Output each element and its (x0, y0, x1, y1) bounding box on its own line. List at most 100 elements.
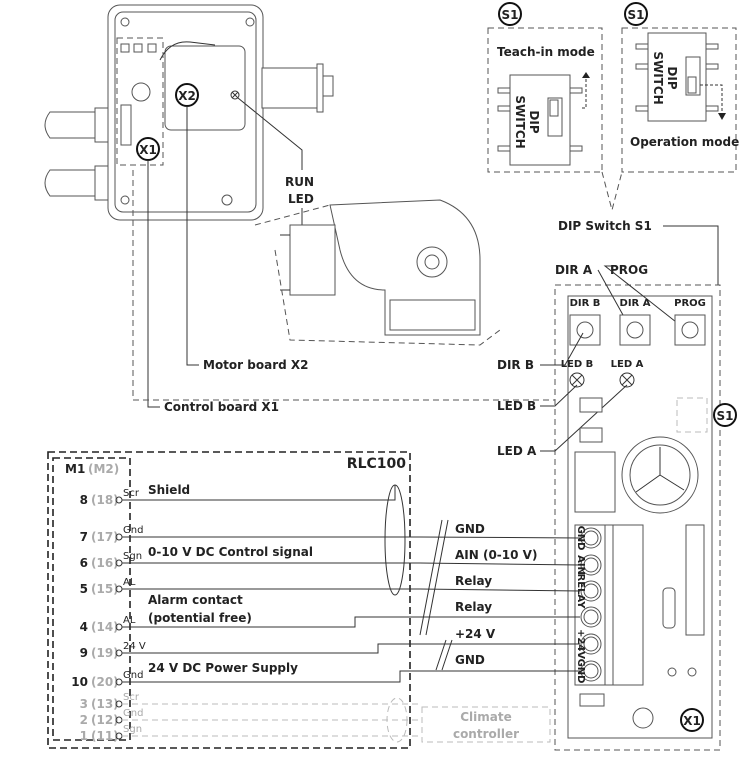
terminal-alt-number: (11) (91, 729, 119, 743)
wire-label: AIN (0-10 V) (455, 548, 537, 562)
wire (122, 536, 581, 539)
rlc100-box (47, 451, 411, 749)
led-label: LED B (561, 359, 594, 370)
led-icon: LED A (611, 359, 644, 388)
gear-motor (280, 199, 481, 336)
dip-switch-s1-label: DIP Switch S1 (558, 219, 652, 233)
terminal-number: 5 (80, 582, 88, 596)
pushbutton-prog: PROG (674, 298, 706, 346)
actuator-enclosure (44, 4, 334, 221)
shield-oval-inactive (386, 697, 408, 743)
rlc-terminal-7: 7(17) Gnd (80, 525, 581, 544)
shield-oval (384, 484, 406, 596)
wire-label: GND (455, 653, 485, 667)
dip-chip-text: DIP (527, 110, 541, 133)
terminal-signal: 24 V (123, 641, 146, 652)
m2-label: (M2) (88, 462, 119, 476)
rlc-terminal-1: 1(11) Sgn (80, 724, 420, 743)
rlc-terminal-6: 6(16) Sgn (80, 551, 581, 570)
dir-b-label: DIR B (497, 358, 534, 372)
x1-board-badge-circle (680, 708, 704, 732)
wire (122, 670, 580, 683)
run-led-label-1: RUN (285, 175, 314, 189)
terminal-signal: Scr (123, 488, 140, 499)
prog-label: PROG (610, 263, 648, 277)
wire (122, 562, 581, 566)
terminal-number: 3 (80, 697, 88, 711)
terminal-alt-number: (13) (91, 697, 119, 711)
alarm-contact-label-2: (potential free) (148, 611, 252, 625)
s1-badge: S1 (717, 409, 734, 423)
rlc-terminal-2: 2(12) Gnd (80, 708, 420, 727)
teach-in-mode-label: Teach-in mode (497, 45, 595, 59)
terminal-number: 1 (80, 729, 88, 743)
switch-chip-text: SWITCH (651, 51, 665, 104)
motor-board-label: Motor board X2 (203, 358, 308, 372)
climate-label-1: Climate (460, 710, 512, 724)
control-signal-label: 0-10 V DC Control signal (148, 545, 313, 559)
wire (122, 485, 396, 501)
shield-label: Shield (148, 483, 190, 497)
terminal-signal: Gnd (123, 708, 143, 719)
rlc-terminal-8: 8(18) Scr (80, 485, 396, 507)
dip-teach-in-inset: S1 Teach-in mode DIP SWITCH (487, 2, 603, 173)
terminal-label: GND (575, 659, 586, 684)
terminal-signal: Sgn (123, 551, 142, 562)
terminal-alt-number: (18) (91, 493, 119, 507)
terminal-signal: Gnd (123, 525, 143, 536)
climate-label-2: controller (453, 727, 519, 741)
wire (122, 616, 580, 628)
x1-badge: X1 (139, 143, 157, 157)
dir-a-label: DIR A (555, 263, 593, 277)
x1-board-badge: X1 (683, 714, 701, 728)
terminal-number: 8 (80, 493, 88, 507)
s1-badge: S1 (628, 8, 645, 22)
terminal-signal: AL (123, 577, 136, 588)
terminal-number: 2 (80, 713, 88, 727)
wire-label: GND (455, 522, 485, 536)
pushbutton-dir-b: DIR B (569, 298, 601, 346)
terminal-number: 7 (80, 530, 88, 544)
dip-chip-text: DIP (665, 66, 679, 89)
s1-badge: S1 (502, 8, 519, 22)
wire (122, 588, 581, 592)
wire (122, 643, 580, 654)
terminal-signal: Gnd (123, 670, 143, 681)
terminal-signal: Scr (123, 692, 140, 703)
wire-label: +24 V (455, 627, 496, 641)
x2-badge: X2 (178, 89, 196, 103)
climate-controller-box (421, 706, 551, 743)
wire-label: Relay (455, 574, 492, 588)
terminal-number: 9 (80, 646, 88, 660)
button-label: PROG (674, 298, 706, 309)
terminal-number: 10 (71, 675, 88, 689)
button-label: DIR A (620, 298, 651, 309)
terminal-signal: Sgn (123, 724, 142, 735)
alarm-contact-label-1: Alarm contact (148, 593, 243, 607)
terminal-alt-number: (20) (91, 675, 119, 689)
control-board-label: Control board X1 (164, 400, 279, 414)
dip-operation-inset: S1 DIP SWITCH Operation mode (621, 2, 739, 173)
terminal-label: GND (575, 526, 586, 551)
rlc100-title: RLC100 (347, 456, 406, 472)
button-label: DIR B (570, 298, 601, 309)
m1-terminal-box (52, 457, 131, 741)
control-board-outline (554, 284, 721, 751)
terminal-alt-number: (17) (91, 530, 119, 544)
terminal-alt-number: (12) (91, 713, 119, 727)
terminal-alt-number: (19) (91, 646, 119, 660)
terminal-number: 4 (80, 620, 88, 634)
rlc-terminal-3: 3(13) Scr (80, 692, 420, 711)
led-label: LED A (611, 359, 644, 370)
run-led-label-2: LED (288, 192, 314, 206)
terminal-label: AIN (575, 555, 586, 575)
rlc-terminal-10: 10(20) Gnd (71, 670, 580, 689)
terminal-signal: AL (123, 615, 136, 626)
led-b-label: LED B (497, 399, 536, 413)
led-icon: LED B (561, 359, 594, 388)
terminal-label: +24V (575, 629, 586, 659)
m1-label: M1 (65, 462, 85, 476)
operation-mode-label: Operation mode (630, 135, 739, 149)
terminal-alt-number: (16) (91, 556, 119, 570)
terminal-number: 6 (80, 556, 88, 570)
